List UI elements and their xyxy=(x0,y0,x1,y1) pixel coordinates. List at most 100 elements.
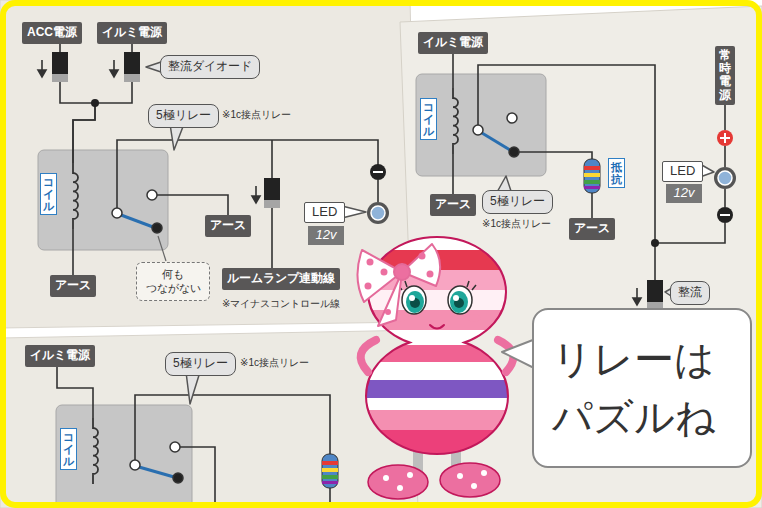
mascot-boot xyxy=(368,463,500,499)
relay-contact xyxy=(170,442,180,452)
resistor-symbol xyxy=(322,481,338,484)
mascot-eye xyxy=(402,286,426,314)
diode-symbol xyxy=(124,52,140,82)
mascot-arm xyxy=(361,340,376,372)
node-text: アース xyxy=(210,218,246,234)
relay-contact xyxy=(509,147,519,157)
relay-contact xyxy=(473,125,483,135)
led-label: LED xyxy=(304,202,345,223)
node-text: 12v xyxy=(674,185,695,202)
wire xyxy=(180,447,215,508)
resistor-symbol xyxy=(584,173,600,177)
callout-bubble: 5極リレー xyxy=(482,190,553,214)
diode-symbol xyxy=(264,200,280,208)
resistor-symbol xyxy=(322,461,338,465)
ground-box: アース xyxy=(569,218,615,240)
wire xyxy=(135,395,330,460)
node-text: 12v xyxy=(316,227,337,244)
resistor-symbol xyxy=(322,454,338,488)
callout-pointer xyxy=(170,124,184,150)
node-text: 常時電源 xyxy=(719,49,731,102)
speech-bubble: リレーは パズルね xyxy=(532,308,752,468)
wire xyxy=(724,146,726,167)
resistor-symbol xyxy=(584,186,600,189)
coil-label: コイル xyxy=(420,88,472,154)
current-arrow xyxy=(110,70,118,77)
relay-body xyxy=(56,405,192,508)
node-text: 何も つながない xyxy=(143,267,203,296)
node-text: イルミ電源 xyxy=(30,348,90,364)
diode-symbol xyxy=(52,52,68,82)
label-pointer xyxy=(342,164,714,218)
mascot-eye xyxy=(450,291,468,313)
mascot-arm xyxy=(361,340,514,372)
power-source-box: ACC電源 xyxy=(22,22,82,44)
ground-box: アース xyxy=(205,215,251,237)
mascot-boot xyxy=(481,470,487,476)
current-arrow xyxy=(38,60,641,305)
resistor-symbol xyxy=(322,468,338,472)
ground-box: アース xyxy=(430,194,476,216)
relay-contact xyxy=(147,190,157,200)
mascot-cheek xyxy=(467,314,481,322)
mascot xyxy=(357,230,520,499)
led-symbol xyxy=(718,171,732,185)
wire xyxy=(452,154,454,194)
minus-terminal xyxy=(717,207,733,223)
node-text: ACC電源 xyxy=(27,25,77,41)
relay-contact xyxy=(139,467,174,477)
led-symbol xyxy=(367,202,389,224)
mascot-boot xyxy=(457,473,463,479)
callout-bubble: 5極リレー xyxy=(165,352,236,376)
resistor-label: 抵抗 xyxy=(608,158,625,188)
minus-terminal xyxy=(370,164,733,223)
note-label: ※1c接点リレー xyxy=(482,218,551,230)
note-label: ※1c接点リレー xyxy=(240,357,309,369)
mascot-boot xyxy=(440,463,500,497)
relay-contact xyxy=(112,113,519,483)
wire xyxy=(519,152,592,160)
node-text: アース xyxy=(435,197,471,213)
signal-box: ルームランプ連動線 xyxy=(222,268,340,290)
yellow-frame xyxy=(3,3,759,505)
wire xyxy=(377,180,379,202)
wire xyxy=(73,44,132,163)
leader-line xyxy=(158,236,166,261)
mascot-eye xyxy=(453,295,459,301)
resistor-symbol xyxy=(584,166,600,170)
mascot-boot xyxy=(383,475,389,481)
led-symbol xyxy=(371,206,385,220)
node-text: コイル xyxy=(60,428,77,470)
wire xyxy=(72,229,74,275)
power-source-box: イルミ電源 xyxy=(97,22,167,44)
relay-contact xyxy=(130,460,140,470)
mascot-bow xyxy=(365,253,434,316)
plus-terminal xyxy=(717,130,733,146)
power-source-box: イルミ電源 xyxy=(25,345,95,367)
voltage-tag: 12v xyxy=(308,226,345,245)
led-symbol xyxy=(714,167,736,189)
label-pointer xyxy=(342,206,366,218)
current-arrow xyxy=(252,196,260,203)
current-arrow xyxy=(38,70,46,77)
relay-body xyxy=(38,74,546,508)
node-text: 整流ダイオード xyxy=(168,59,252,75)
node-text: リレーは パズルね xyxy=(552,330,732,446)
node-text: 抵抗 xyxy=(611,161,622,185)
node-text: イルミ電源 xyxy=(423,35,483,51)
mascot-bow xyxy=(385,309,391,315)
node-text: コイル xyxy=(40,173,57,215)
diode-symbol xyxy=(264,178,280,208)
mascot-stripes xyxy=(360,398,520,410)
relay-contact xyxy=(121,215,153,227)
relay-body xyxy=(38,150,168,250)
node-text: コイル xyxy=(420,98,437,140)
mascot-boot xyxy=(407,472,413,478)
mascot-eye xyxy=(406,291,424,313)
coil-label: コイル xyxy=(60,418,112,484)
diode-symbol xyxy=(52,74,68,82)
resistor-symbol xyxy=(322,454,338,488)
diode-symbol xyxy=(647,280,663,310)
node-text: 5極リレー xyxy=(173,356,228,372)
node-text: イルミ電源 xyxy=(102,25,162,41)
